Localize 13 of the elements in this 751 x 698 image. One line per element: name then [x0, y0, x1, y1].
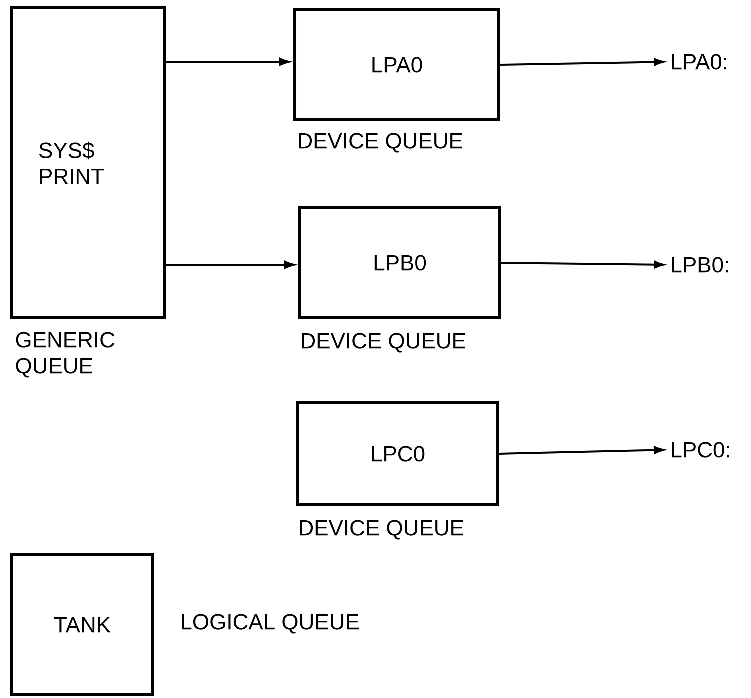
queue-box: LPC0 — [296, 402, 500, 506]
queue-type-label: DEVICE QUEUE — [300, 520, 464, 540]
queue-type-label: GENERIC QUEUE — [16, 332, 115, 378]
device-name: LPA0: — [672, 54, 726, 70]
queue-type-label: DEVICE QUEUE — [299, 133, 462, 153]
queue-box: LPA0 — [294, 8, 500, 122]
queue-box: TANK — [10, 554, 154, 696]
device-name: LPC0: — [672, 442, 730, 458]
queue-box: LPB0 — [298, 206, 502, 320]
queue-box: SYS$ PRINT — [10, 6, 166, 320]
device-name: LPB0: — [672, 257, 728, 273]
queue-type-label: LOGICAL QUEUE — [182, 614, 359, 634]
queue-type-label: DEVICE QUEUE — [302, 333, 466, 353]
